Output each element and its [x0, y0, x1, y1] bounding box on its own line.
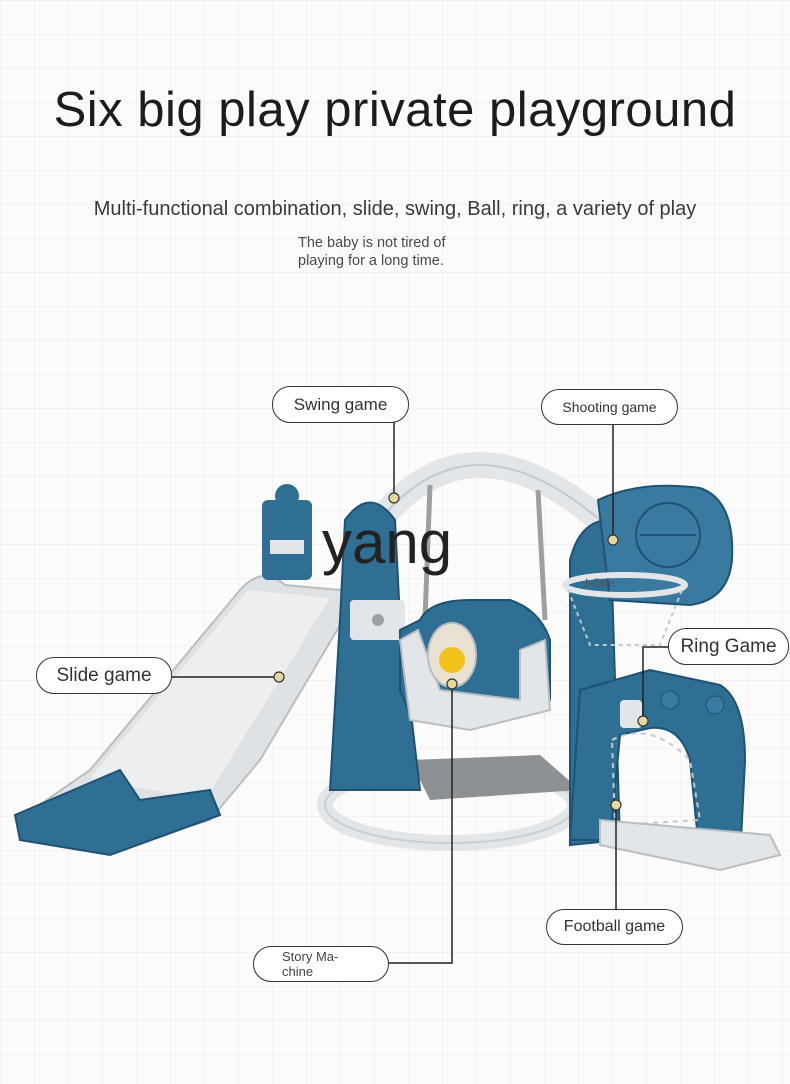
slide-game-callout: Slide game [36, 657, 172, 694]
shooting-marker [607, 534, 619, 546]
hoop [562, 572, 688, 598]
shooting-game-label: Shooting game [562, 399, 657, 415]
story-marker [446, 678, 458, 690]
goal-base [599, 818, 782, 872]
swing-game-callout: Swing game [272, 386, 409, 423]
caption: The baby is not tired of playing for a l… [298, 234, 498, 270]
ring-game-label: Ring Game [680, 635, 777, 657]
football-game-label: Football game [563, 918, 666, 935]
slide-marker [273, 671, 285, 683]
caption-line-2: playing for a long time. [298, 253, 444, 269]
shooting-game-callout: Shooting game [541, 389, 678, 425]
hoop-tag: I-One [585, 576, 615, 590]
goal-net [610, 732, 702, 827]
page-subtitle: Multi-functional combination, slide, swi… [93, 198, 697, 220]
swing-game-label: Swing game [293, 394, 388, 414]
watermark: yang [322, 509, 453, 576]
story-machine-callout: Story Ma- chine [253, 946, 389, 982]
story-machine-label-2: chine [282, 964, 314, 979]
swing-marker [388, 492, 400, 504]
slide-end [13, 768, 222, 857]
ring-marker [637, 715, 649, 727]
caption-line-1: The baby is not tired of [298, 235, 446, 251]
story-machine-label-1: Story Ma- [282, 949, 339, 964]
ring-leader [642, 646, 668, 720]
slide-game-label: Slide game [56, 664, 152, 686]
story-leader [389, 684, 453, 964]
football-game-callout: Football game [546, 909, 683, 945]
platform [410, 755, 580, 800]
football-marker [610, 799, 622, 811]
page-title: Six big play private playground [53, 83, 737, 137]
ring-game-callout: Ring Game [668, 628, 789, 665]
